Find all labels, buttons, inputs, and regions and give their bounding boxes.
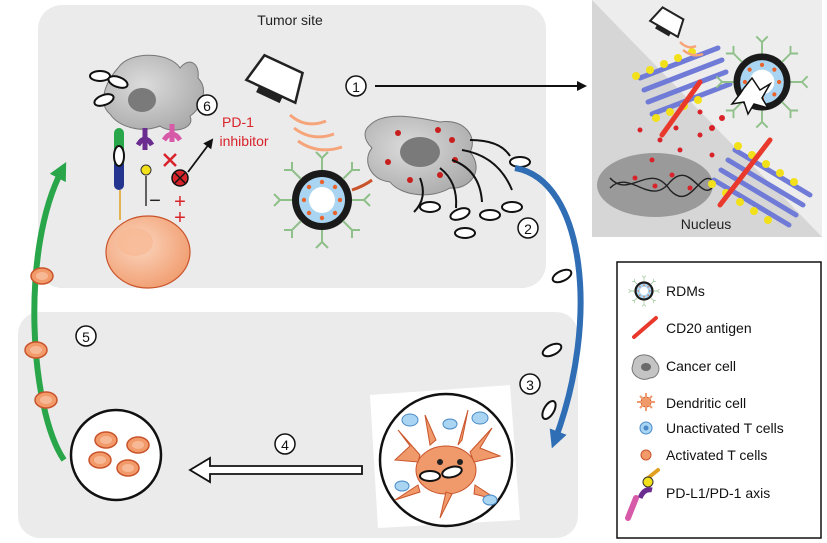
- step-2-marker: 2: [517, 217, 539, 239]
- pd1-inhibitor-line2: inhibitor: [219, 133, 268, 149]
- minus-sign: −: [149, 190, 161, 212]
- step-4-arrow: [188, 456, 363, 484]
- inset-panel: Nucleus: [592, 0, 822, 237]
- step-5-marker: 5: [75, 325, 97, 347]
- dendritic-cell-icon: [637, 393, 655, 411]
- step-6-marker: 6: [196, 94, 218, 116]
- plus-sign-2: +: [174, 207, 186, 229]
- immune-synapse: [89, 54, 214, 289]
- tumor-site-label: Tumor site: [257, 12, 323, 28]
- step-1-marker: 1: [345, 75, 367, 97]
- legend: RDMs CD20 antigen Cancer cell Dendritic …: [616, 261, 822, 539]
- legend-label-activated-t-cells: Activated T cells: [666, 447, 767, 463]
- svg-text:5: 5: [82, 329, 90, 345]
- step-3-marker: 3: [519, 373, 541, 395]
- legend-label-cancer-cell: Cancer cell: [666, 358, 736, 374]
- inset-light-source: [648, 6, 685, 39]
- legend-label-dendritic-cell: Dendritic cell: [666, 395, 746, 411]
- svg-text:2: 2: [524, 221, 532, 237]
- svg-text:3: 3: [526, 377, 534, 393]
- light-waves: [289, 113, 343, 152]
- activated-t-cell-cluster: [69, 408, 163, 502]
- legend-label-unactivated-t-cells: Unactivated T cells: [666, 420, 784, 436]
- svg-text:1: 1: [352, 79, 360, 95]
- svg-text:4: 4: [281, 437, 289, 453]
- nucleus-label: Nucleus: [681, 216, 732, 232]
- legend-label-cd20: CD20 antigen: [666, 320, 752, 336]
- cancer-cell-icon: [631, 354, 660, 380]
- light-source-icon: [244, 53, 305, 105]
- t-cell-migration-arrow: [31, 162, 67, 462]
- activated-t-cell-icon: [640, 449, 652, 461]
- cancer-cell-center: [364, 115, 531, 239]
- antigen-migration-arrow: [514, 165, 584, 449]
- step-4-marker: 4: [274, 433, 296, 455]
- pd1-inhibitor-line1: PD-1: [222, 114, 254, 130]
- legend-label-rdms: RDMs: [666, 283, 705, 299]
- pdl1-pd1-icon: [625, 468, 660, 521]
- svg-text:6: 6: [203, 98, 211, 114]
- plus-sign-1: +: [174, 191, 186, 213]
- cd20-icon: [632, 316, 658, 339]
- legend-label-pdl1-pd1: PD-L1/PD-1 axis: [666, 485, 770, 501]
- unactivated-t-cell-icon: [639, 421, 653, 435]
- dendritic-cell-zoom: [370, 385, 520, 528]
- membrane-bilayer: [637, 45, 813, 228]
